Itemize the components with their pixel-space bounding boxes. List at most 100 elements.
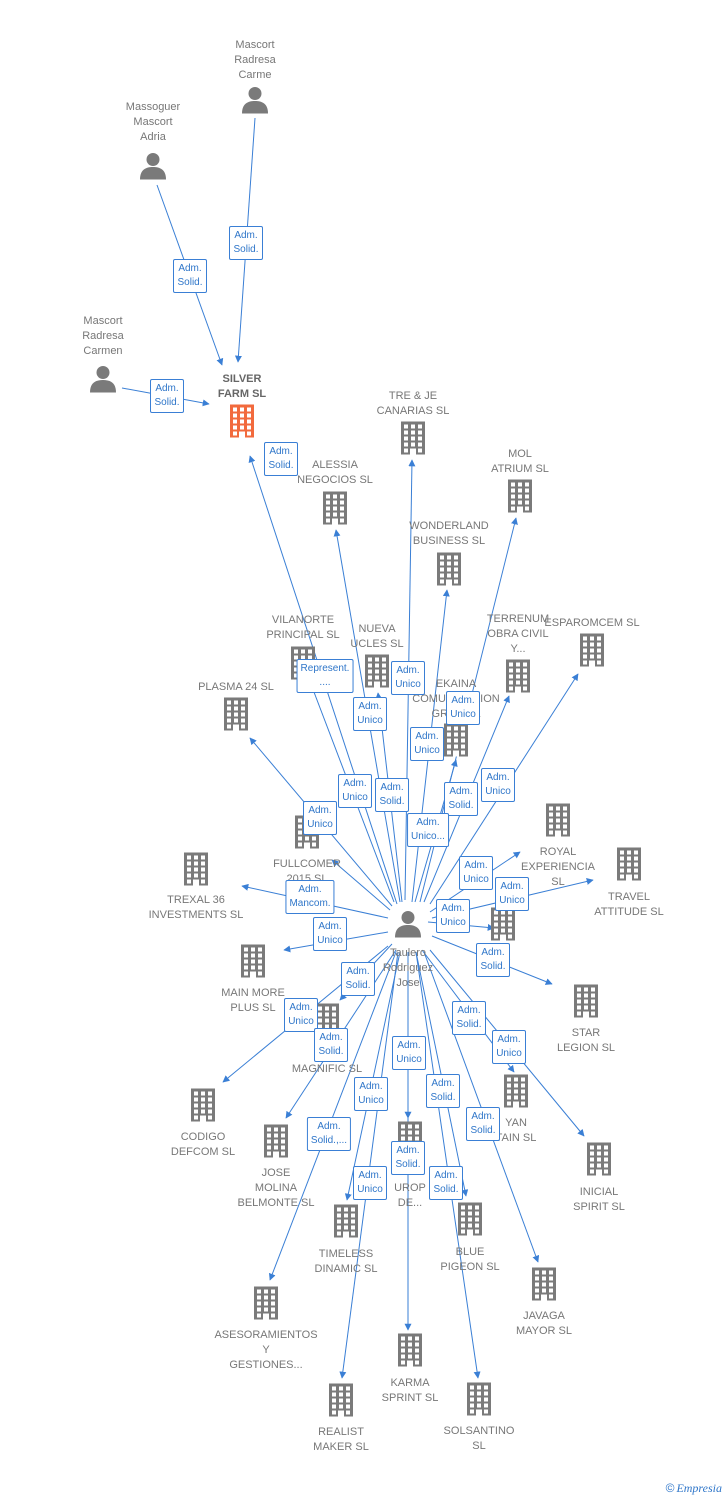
role-badge-taulero-magnific[interactable]: Adm.Solid.: [341, 962, 375, 996]
building-icon-nuevaucles[interactable]: [363, 654, 391, 693]
building-icon-alessia[interactable]: [321, 491, 349, 530]
footer-brand[interactable]: ©Empresia: [666, 1481, 722, 1496]
edge-taulero-asesoramientos: [268, 951, 397, 1281]
person-icon-carmen[interactable]: [88, 364, 118, 399]
building-icon-trejecan[interactable]: [399, 421, 427, 460]
role-badge-taulero-silver[interactable]: Adm.Solid.: [264, 442, 298, 476]
role-badge-carme-silver[interactable]: Adm.Solid.: [229, 226, 263, 260]
role-badge-taulero-mainmore[interactable]: Adm.Unico: [313, 917, 347, 951]
building-icon-silver[interactable]: [228, 404, 256, 443]
building-icon-karma[interactable]: [396, 1333, 424, 1372]
role-badge-taulero-inicial[interactable]: Adm.Unico: [492, 1030, 526, 1064]
role-badge-adria-silver[interactable]: Adm.Solid.: [173, 259, 207, 293]
building-icon-esparomcem[interactable]: [578, 633, 606, 672]
building-icon-javaga[interactable]: [530, 1267, 558, 1306]
role-badge-taulero-javaga[interactable]: Adm.Solid.: [466, 1107, 500, 1141]
building-icon-bluepigeon[interactable]: [456, 1202, 484, 1241]
role-badge-taulero-plasma[interactable]: Adm.Unico: [303, 801, 337, 835]
building-icon-wonderland[interactable]: [435, 552, 463, 591]
building-icon-solsantino[interactable]: [465, 1382, 493, 1421]
person-icon-adria[interactable]: [138, 151, 168, 186]
brand-name: Empresia: [676, 1481, 722, 1495]
building-icon-starlegion[interactable]: [572, 984, 600, 1023]
building-icon-asesoramientos[interactable]: [252, 1286, 280, 1325]
role-badge-taulero-bluepigeon[interactable]: Adm.Solid.: [426, 1074, 460, 1108]
building-icon-inicial[interactable]: [585, 1142, 613, 1181]
person-icon-taulero[interactable]: [393, 909, 423, 944]
role-badge-taulero-trejecan[interactable]: Adm.Unico: [391, 661, 425, 695]
building-icon-josemolina[interactable]: [262, 1124, 290, 1163]
role-badge-taulero-alessia[interactable]: Adm.Unico: [353, 697, 387, 731]
building-icon-trexal[interactable]: [182, 852, 210, 891]
building-icon-travel[interactable]: [615, 847, 643, 886]
role-badge-carmen-silver[interactable]: Adm.Solid.: [150, 379, 184, 413]
building-icon-royal[interactable]: [544, 803, 572, 842]
node-label-magnific[interactable]: MAGNIFIC SL: [291, 1063, 363, 1075]
building-icon-realist[interactable]: [327, 1383, 355, 1422]
person-icon-carme[interactable]: [240, 85, 270, 120]
role-badge-taulero-josemolina[interactable]: Adm.Solid.: [314, 1028, 348, 1062]
role-badge-taulero-ekaina[interactable]: Adm.Unico...: [407, 813, 449, 847]
role-badge-taulero-realist[interactable]: Adm.Unico: [353, 1166, 387, 1200]
role-badge-taulero-fullcomer[interactable]: Adm.Unico: [338, 774, 372, 808]
building-icon-mainmore[interactable]: [239, 944, 267, 983]
building-icon-ekaina[interactable]: [442, 723, 470, 762]
role-badge-taulero-codigo[interactable]: Adm.Unico: [284, 998, 318, 1032]
building-icon-ryan[interactable]: [502, 1074, 530, 1113]
role-badge-taulero-vilanorte[interactable]: Represent.....: [296, 659, 354, 693]
role-badge-taulero-asesoramientos[interactable]: Adm.Solid.,...: [306, 1117, 352, 1151]
role-badge-taulero-nuevaucles[interactable]: Adm.Solid.: [375, 778, 409, 812]
role-badge-taulero-ryan[interactable]: Adm.Solid.: [452, 1001, 486, 1035]
building-icon-timeless[interactable]: [332, 1204, 360, 1243]
role-badge-taulero-solsantino[interactable]: Adm.Solid.: [429, 1166, 463, 1200]
role-badge-taulero-royal[interactable]: Adm.Unico: [459, 856, 493, 890]
role-badge-taulero-timeless[interactable]: Adm.Unico: [354, 1077, 388, 1111]
node-label-esparomcem[interactable]: ESPAROMCEM SL: [544, 617, 640, 629]
role-badge-taulero-europa[interactable]: Adm.Unico: [392, 1036, 426, 1070]
role-badge-taulero-terrenum[interactable]: Adm.Solid.: [444, 782, 478, 816]
role-badge-taulero-molatrium[interactable]: Adm.Unico: [446, 691, 480, 725]
node-label-plasma[interactable]: PLASMA 24 SL: [198, 681, 274, 693]
role-badge-taulero-starlegion[interactable]: Adm.Solid.: [476, 943, 510, 977]
role-badge-taulero-karma[interactable]: Adm.Solid.: [391, 1141, 425, 1175]
building-icon-terrenum[interactable]: [504, 659, 532, 698]
role-badge-taulero-travel[interactable]: Adm.Unico: [495, 877, 529, 911]
role-badge-taulero-esparomcem[interactable]: Adm.Unico: [481, 768, 515, 802]
role-badge-taulero-trexal[interactable]: Adm.Mancom.: [285, 880, 335, 914]
building-icon-ar[interactable]: [489, 907, 517, 946]
building-icon-molatrium[interactable]: [506, 479, 534, 518]
role-badge-taulero-ar[interactable]: Adm.Unico: [436, 899, 470, 933]
building-icon-plasma[interactable]: [222, 697, 250, 736]
building-icon-codigo[interactable]: [189, 1088, 217, 1127]
role-badge-taulero-wonderland[interactable]: Adm.Unico: [410, 727, 444, 761]
